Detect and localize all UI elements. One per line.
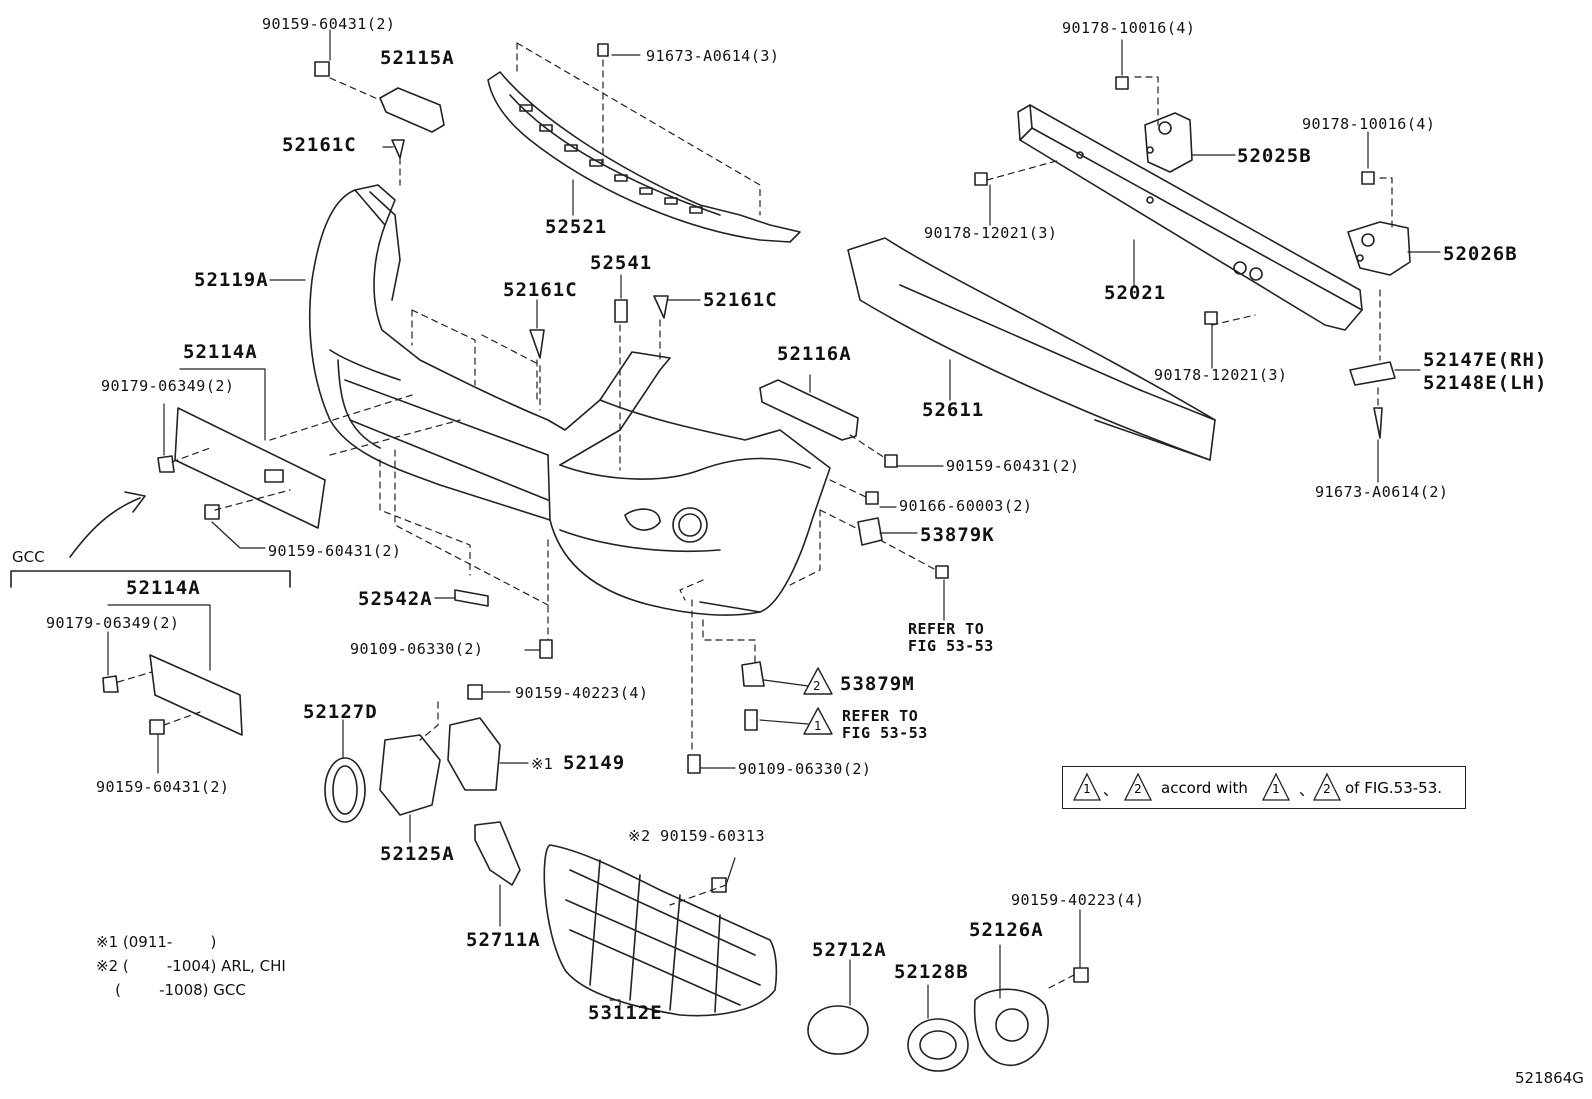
dashed-lines <box>117 42 1393 991</box>
part-label-90178-10016-a: 90178-10016(4) <box>1062 19 1196 37</box>
footnote-3: ( -1008) GCC <box>96 981 246 999</box>
part-label-90178-10016-b: 90178-10016(4) <box>1302 115 1436 133</box>
bracket-52116a <box>759 379 859 441</box>
gcc-arrow <box>69 497 141 558</box>
license-bracket-main <box>157 407 326 529</box>
part-label-53879m: 53879M <box>840 673 915 695</box>
note-triangle-4: 2 <box>1323 782 1331 796</box>
part-label-52712a: 52712A <box>812 939 887 961</box>
note-text: accord with <box>1161 779 1248 797</box>
part-label-90166-60003: 90166-60003(2) <box>899 497 1033 515</box>
part-label-90159-40223-a: 90159-40223(4) <box>515 684 649 702</box>
bumper-reinforcement <box>1017 104 1363 331</box>
note-box-triangles <box>1072 772 1342 801</box>
fasteners <box>149 43 1396 983</box>
part-label-52026b: 52026B <box>1443 243 1518 265</box>
part-label-90159-60431-top: 90159-60431(2) <box>262 15 396 33</box>
bumper-cover <box>308 184 831 616</box>
ring-52127d <box>324 757 366 823</box>
note-tail: of FIG.53-53. <box>1345 779 1443 797</box>
part-label-52119a: 52119A <box>194 269 269 291</box>
ring-52127d-inner <box>332 765 358 815</box>
part-label-91673-a0614-2: 91673-A0614(2) <box>1315 483 1449 501</box>
part-label-91673-a0614-3: 91673-A0614(3) <box>646 47 780 65</box>
ring-52128b <box>907 1018 969 1072</box>
leader-lines <box>107 29 1441 1019</box>
bracket-52115a <box>379 87 445 133</box>
part-label-52611: 52611 <box>922 399 985 421</box>
note-box: 1 、 2 accord with 1 、 2 of FIG.53-53. <box>1062 766 1466 809</box>
part-label-90109-06330-b: 90109-06330(2) <box>738 760 872 778</box>
part-label-52116a: 52116A <box>777 343 852 365</box>
energy-absorber <box>847 237 1216 461</box>
part-label-90109-06330-a: 90109-06330(2) <box>350 640 484 658</box>
note-triangle-1: 1 <box>1083 782 1091 796</box>
part-label-52127d: 52127D <box>303 701 378 723</box>
part-label-52148e-lh: 52148E(LH) <box>1423 372 1548 394</box>
part-label-52161c-top: 52161C <box>282 134 357 156</box>
footnote-2: ※2 ( -1004) ARL, CHI <box>96 957 286 975</box>
refer-to-fig-a: REFER TO FIG 53-53 <box>908 620 994 655</box>
part-label-90159-60431-right: 90159-60431(2) <box>946 457 1080 475</box>
part-label-52114a: 52114A <box>183 341 258 363</box>
part-label-90159-40223-b: 90159-40223(4) <box>1011 891 1145 909</box>
part-label-90159-60313: ※2 90159-60313 <box>628 827 765 845</box>
part-label-52126a: 52126A <box>969 919 1044 941</box>
callout-2-number: 2 <box>813 679 821 693</box>
part-label-53112e: 53112E <box>588 1002 663 1024</box>
cover-52712a <box>807 1005 869 1055</box>
license-bracket-gcc <box>102 654 243 736</box>
footnote-1: ※1 (0911- ) <box>96 933 217 951</box>
cover-52126a-hole <box>995 1008 1029 1042</box>
part-label-52021: 52021 <box>1104 282 1167 304</box>
gcc-group-line <box>10 570 291 588</box>
part-label-90159-60431-gcc: 90159-60431(2) <box>96 778 230 796</box>
part-label-52114a-gcc: 52114A <box>126 577 201 599</box>
figure-code: 521864G <box>1515 1069 1584 1087</box>
part-label-52521: 52521 <box>545 216 608 238</box>
gcc-label: GCC <box>12 548 45 566</box>
bracket-52125a <box>379 734 441 816</box>
bracket-52025b <box>1144 112 1193 173</box>
part-label-90179-06349-gcc: 90179-06349(2) <box>46 614 180 632</box>
part-label-90179-06349-a: 90179-06349(2) <box>101 377 235 395</box>
part-label-52149: 52149 <box>563 752 626 774</box>
cover-52126a <box>973 988 1049 1066</box>
note-triangle-2: 2 <box>1134 782 1142 796</box>
refer-to-fig-b: REFER TO FIG 53-53 <box>842 707 928 742</box>
part-label-53879k: 53879K <box>920 524 995 546</box>
part-label-52541: 52541 <box>590 252 653 274</box>
note-marker-1: ※1 <box>531 755 554 773</box>
part-label-52147e-rh: 52147E(RH) <box>1423 349 1548 371</box>
part-label-90159-60431-b: 90159-60431(2) <box>268 542 402 560</box>
callout-1-number: 1 <box>814 719 822 733</box>
part-label-52161c-mid: 52161C <box>503 279 578 301</box>
upper-reinforcement <box>487 71 801 243</box>
note-separator-2: 、 <box>1299 781 1315 799</box>
part-label-52542a: 52542A <box>358 588 433 610</box>
part-label-90178-12021-a: 90178-12021(3) <box>924 224 1058 242</box>
grille <box>543 844 778 1017</box>
bracket-52711a <box>474 821 521 886</box>
bracket-52026b <box>1347 221 1411 276</box>
part-label-52711a: 52711A <box>466 929 541 951</box>
note-separator-1: 、 <box>1103 781 1119 799</box>
note-triangle-3: 1 <box>1272 782 1280 796</box>
part-label-52128b: 52128B <box>894 961 969 983</box>
part-label-52115a: 52115A <box>380 47 455 69</box>
callout-triangles <box>803 667 833 735</box>
cover-52149 <box>447 717 501 791</box>
part-label-52161c-right: 52161C <box>703 289 778 311</box>
part-label-90178-12021-b: 90178-12021(3) <box>1154 366 1288 384</box>
ring-52128b-inner <box>919 1030 957 1060</box>
part-label-52025b: 52025B <box>1237 145 1312 167</box>
gcc-arrow-head <box>124 491 146 513</box>
part-label-52125a: 52125A <box>380 843 455 865</box>
